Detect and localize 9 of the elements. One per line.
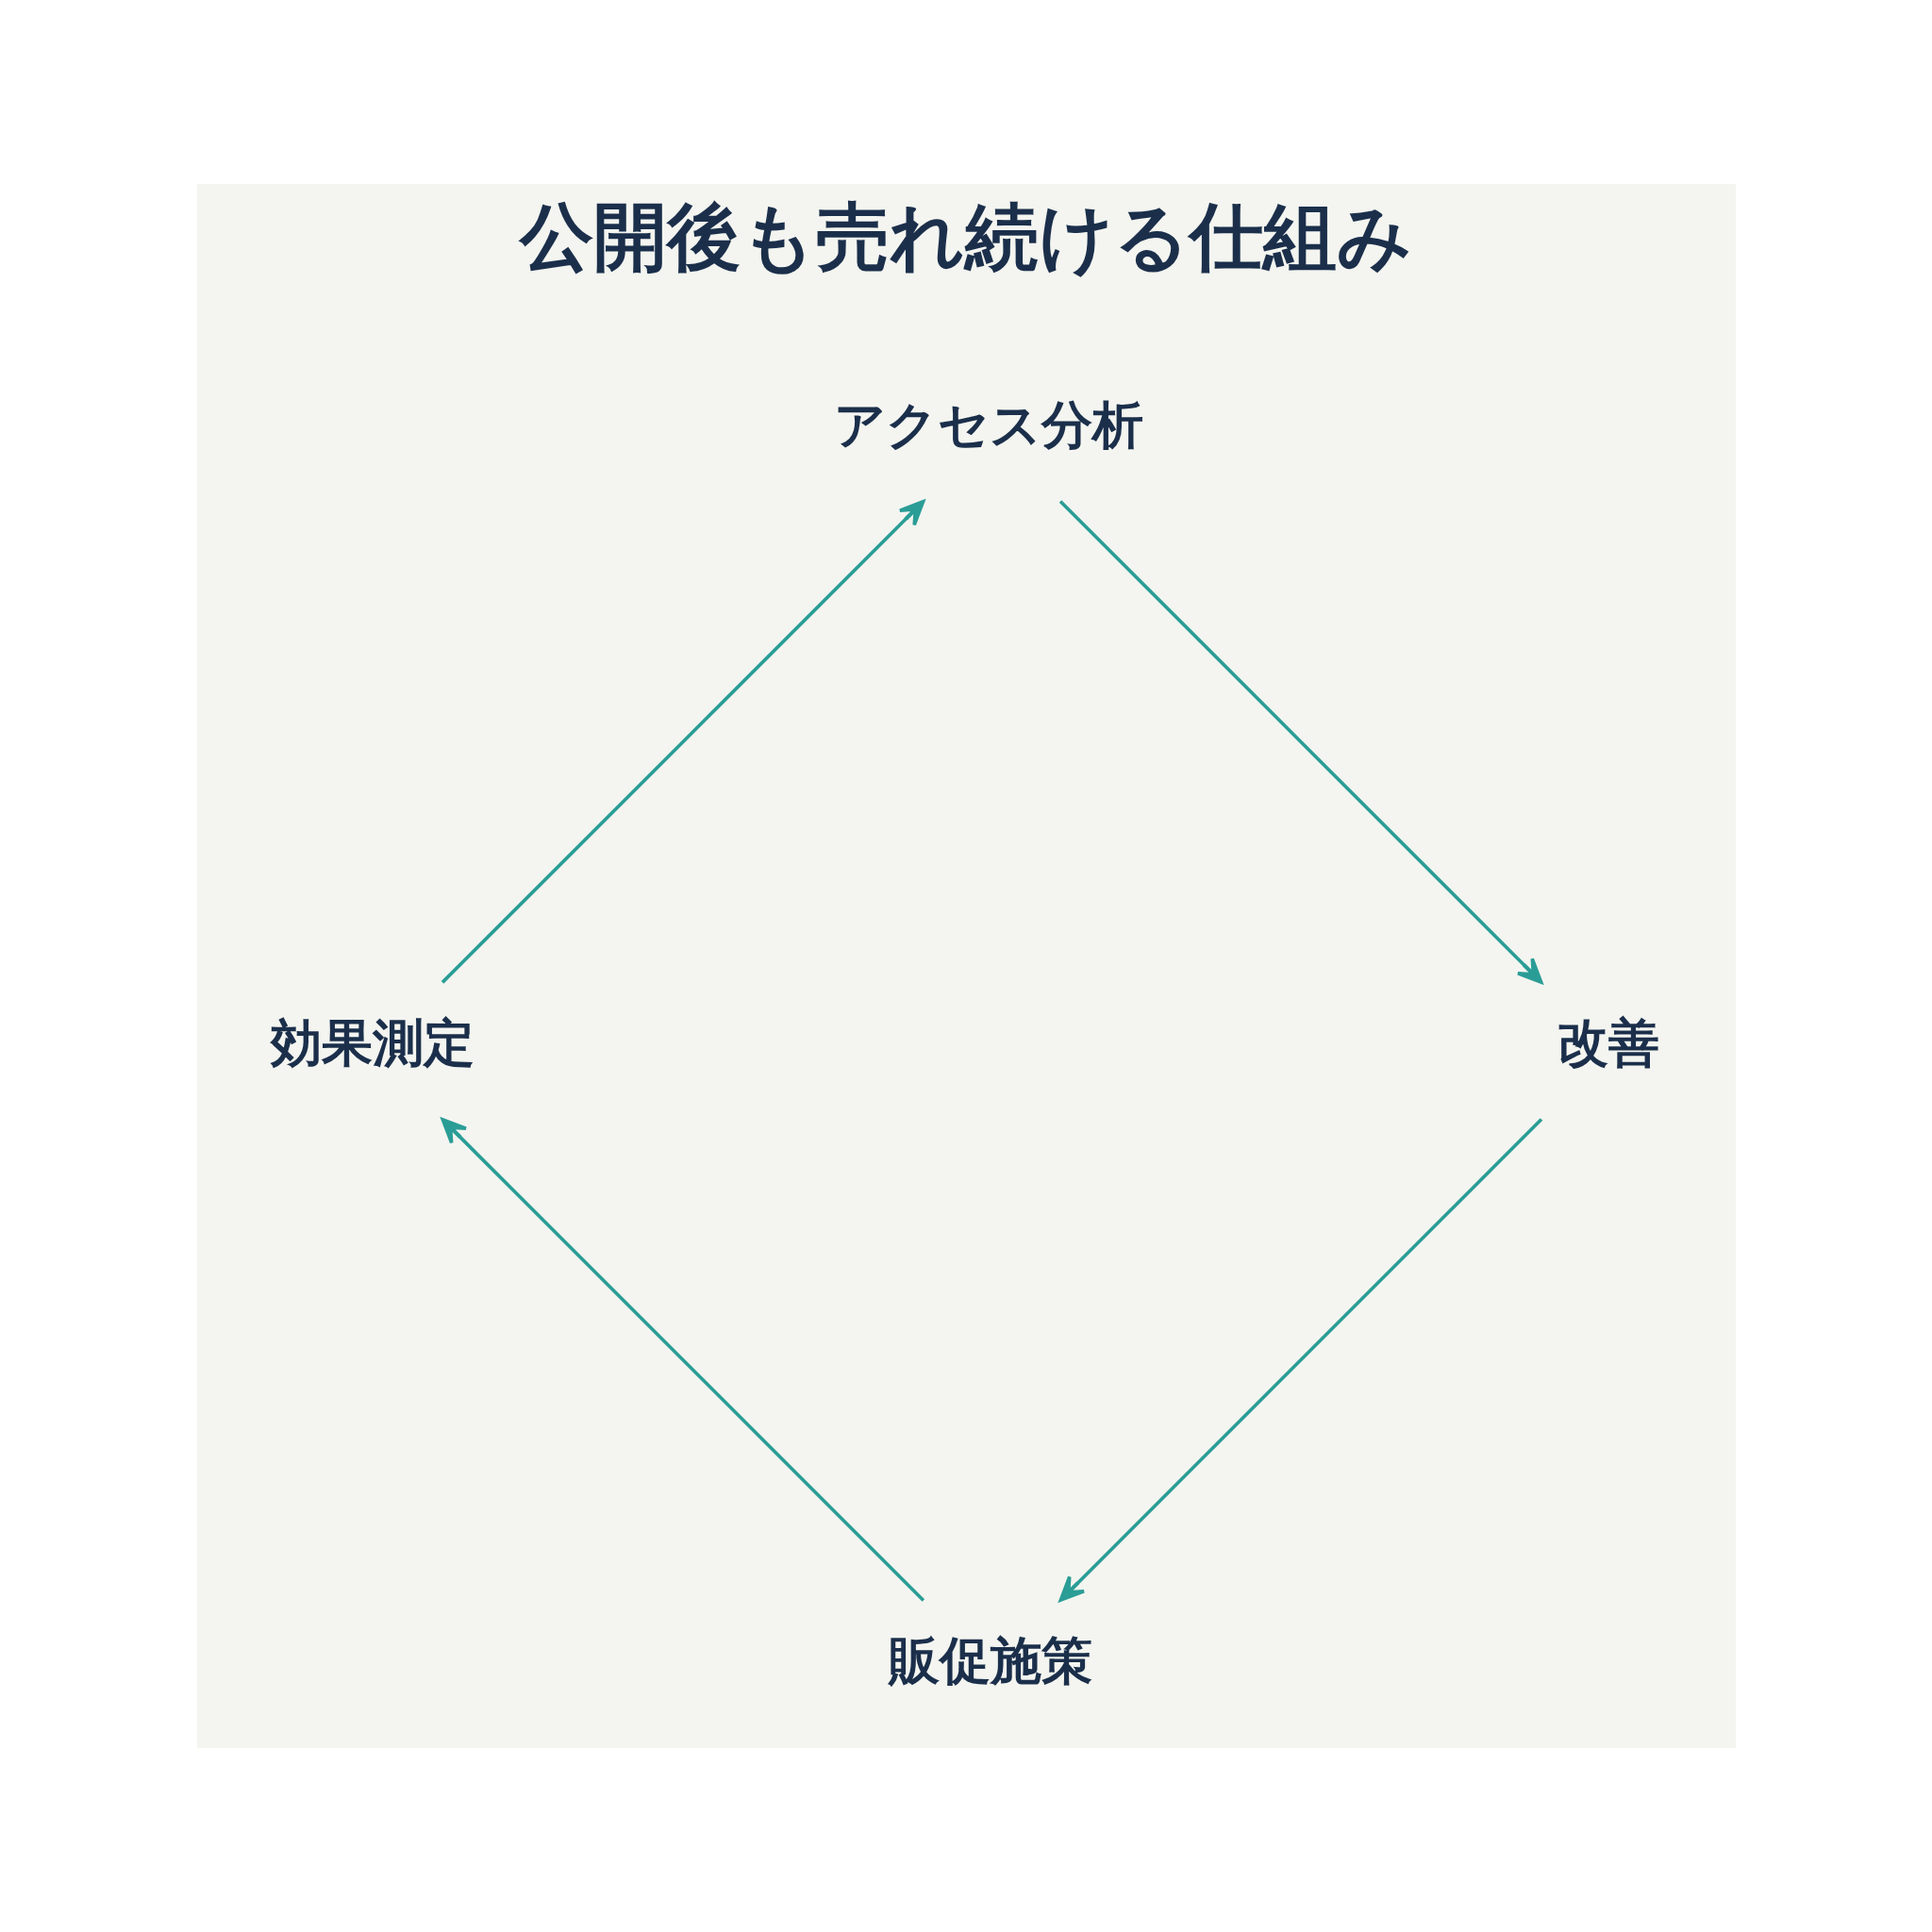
arrow <box>441 500 924 984</box>
arrow <box>441 1118 924 1602</box>
node-text: 販促施策 <box>888 1631 1092 1691</box>
node-text: 改善 <box>1557 1013 1659 1074</box>
diagram-title: 公開後も売れ続ける仕組み <box>519 194 1412 280</box>
node-text: 効果測定 <box>270 1013 475 1074</box>
arrow <box>1058 500 1542 984</box>
node-text: アクセス分析 <box>833 395 1143 456</box>
arrow <box>1058 1118 1542 1602</box>
